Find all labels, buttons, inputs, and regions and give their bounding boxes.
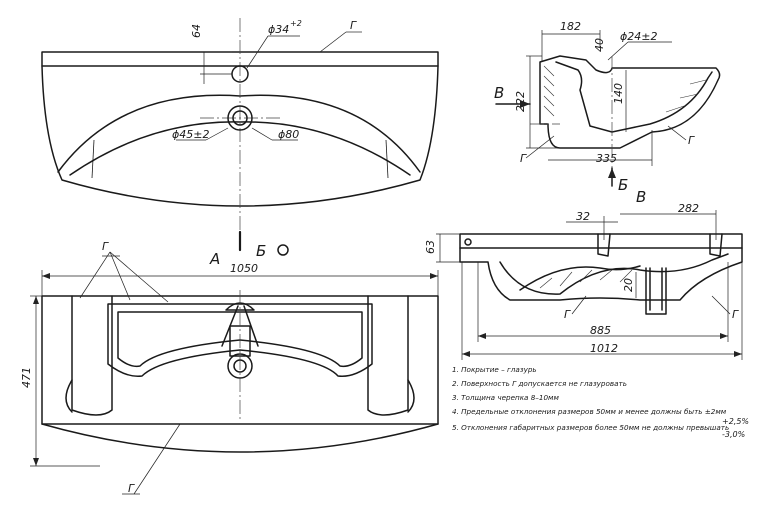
label-g-rear-1: Г — [564, 308, 571, 321]
dim-20: 20 — [622, 278, 635, 292]
dim-335: 335 — [596, 152, 617, 165]
dim-phi45: ϕ45±2 — [172, 128, 209, 141]
front-view-bowl — [107, 303, 373, 377]
dim-64: 64 — [190, 24, 203, 38]
rear-section: В 32 282 63 20 885 — [424, 188, 743, 360]
dim-phi34: ϕ34 — [268, 23, 289, 36]
dim-32: 32 — [576, 210, 590, 223]
dim-282: 282 — [678, 202, 699, 215]
dim-1012: 1012 — [590, 342, 618, 355]
label-b-arrow: Б — [618, 176, 628, 194]
dim-63: 63 — [424, 240, 437, 254]
tolerance-plus: +2,5% — [722, 417, 749, 426]
notes-block: 1. Покрытие – глазурь 2. Поверхность Г д… — [452, 365, 749, 439]
label-g-bottom: Г — [128, 482, 135, 495]
label-g-rear-2: Г — [732, 308, 739, 321]
drain-inner — [232, 110, 248, 126]
label-g-front: Г — [102, 240, 109, 253]
dim-182: 182 — [560, 20, 581, 33]
view-b-label: Б — [256, 242, 266, 260]
rear-hole — [464, 238, 472, 246]
note-3: 3. Толщина черепка 8–10мм — [452, 393, 559, 402]
label-g-top: Г — [350, 19, 357, 32]
dim-140: 140 — [612, 83, 625, 104]
view-a-label: А — [209, 250, 220, 268]
note-5: 5. Отклонения габаритных размеров более … — [452, 423, 729, 432]
drain-outer — [227, 105, 253, 131]
dim-phi24: ϕ24±2 — [620, 30, 657, 43]
rear-section-body — [459, 233, 743, 301]
note-4: 4. Предельные отклонения размеров 50мм и… — [452, 407, 727, 416]
rear-section-title: В — [636, 188, 646, 206]
top-view-outline — [41, 51, 439, 207]
label-v-arrow: В — [494, 84, 504, 102]
note-2: 2. Поверхность Г допускается не глазуров… — [452, 379, 627, 388]
dim-phi34-tol: +2 — [290, 19, 302, 28]
front-view-outline — [41, 295, 439, 453]
top-view: 64 ϕ34 +2 Г ϕ45±2 ϕ80 А Б — [41, 18, 439, 268]
top-view-bowl — [57, 94, 421, 173]
note-1: 1. Покрытие – глазурь — [452, 365, 537, 374]
dim-1050: 1050 — [230, 262, 258, 275]
view-b-mark — [277, 244, 289, 256]
front-view: 1050 471 Г Г — [20, 240, 439, 495]
dim-471: 471 — [20, 367, 33, 388]
top-view-bowl-front — [69, 121, 411, 176]
side-section-body — [539, 55, 721, 149]
dim-phi80: ϕ80 — [278, 128, 299, 141]
label-g-side-1: Г — [520, 152, 527, 165]
dim-885: 885 — [590, 324, 611, 337]
label-g-side-2: Г — [688, 134, 695, 147]
side-section: 182 40 ϕ24±2 222 140 335 В Б — [494, 20, 721, 194]
dim-40: 40 — [593, 38, 606, 52]
tolerance-minus: -3,0% — [722, 430, 745, 439]
